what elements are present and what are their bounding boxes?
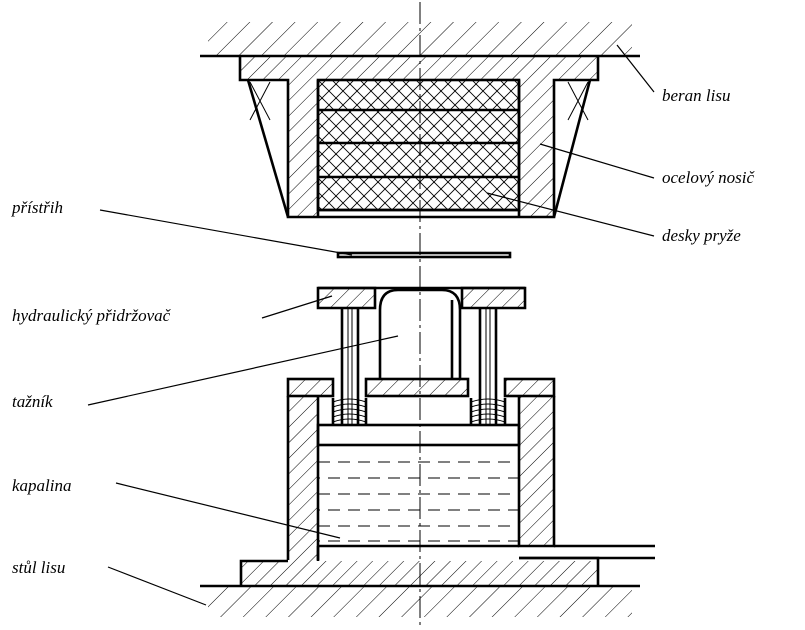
- punch: [378, 288, 462, 380]
- label-hydraulicky-pridrzovac: hydraulický přidržovač: [12, 306, 172, 325]
- label-stul-lisu: stůl lisu: [12, 558, 65, 577]
- lower-housing: [239, 377, 655, 585]
- left-spring: [331, 398, 368, 425]
- label-taznik: tažník: [12, 392, 53, 411]
- rubber-plates: [316, 78, 521, 212]
- leader-lines: [87, 44, 655, 606]
- label-ocelovy-nosic: ocelový nosič: [662, 168, 755, 187]
- label-kapalina: kapalina: [12, 476, 72, 495]
- hydraulic-blank-holder: [316, 286, 527, 425]
- steel-carrier: [238, 56, 600, 219]
- right-spring: [469, 398, 507, 425]
- liquid: [318, 461, 520, 542]
- label-beran-lisu: beran lisu: [662, 86, 730, 105]
- label-desky-pryze: desky pryže: [662, 226, 741, 245]
- label-pristrih: přístřih: [11, 198, 63, 217]
- blank-sheet: [336, 251, 512, 259]
